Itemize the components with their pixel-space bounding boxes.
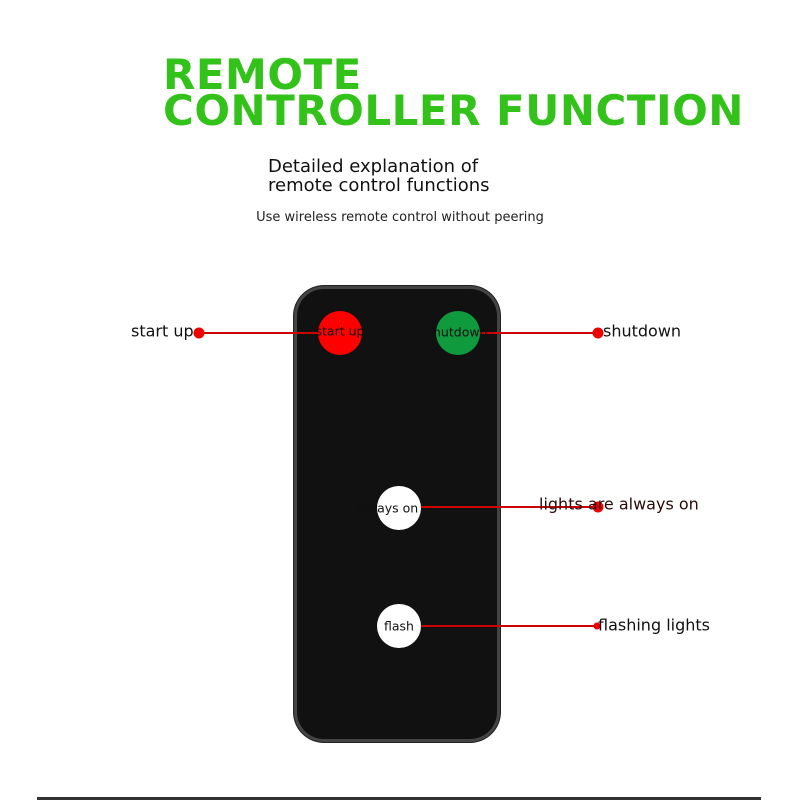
subtitle-line-1: Detailed explanation of xyxy=(268,156,479,177)
callout-dot-shutdown xyxy=(592,327,604,339)
callout-shutdown: shutdown xyxy=(603,321,682,341)
callout-dot-start xyxy=(193,327,205,339)
usage-note: Use wireless remote control without peer… xyxy=(256,210,544,225)
callout-always-on: lights are always on xyxy=(539,494,699,514)
title-line-1: REMOTE xyxy=(163,50,362,99)
bottom-divider xyxy=(37,797,761,800)
start-up-label: start up xyxy=(315,323,365,339)
flash-button[interactable] xyxy=(377,604,421,648)
callout-dot-always-on xyxy=(592,501,604,513)
callout-line-flash xyxy=(420,625,597,627)
always-on-button[interactable] xyxy=(377,486,421,530)
callout-line-always-on xyxy=(420,506,598,508)
subtitle-line-2: remote control functions xyxy=(268,175,490,196)
always-on-label: always on xyxy=(355,500,419,516)
flash-label: flash xyxy=(384,618,414,634)
shutdown-label: shutdown xyxy=(426,324,488,340)
callout-flashing-lights: flashing lights xyxy=(598,615,710,635)
title-line-2: CONTROLLER FUNCTION xyxy=(163,86,744,135)
start-up-button[interactable] xyxy=(318,311,362,355)
shutdown-button[interactable] xyxy=(436,311,480,355)
callout-dot-flash xyxy=(593,622,601,630)
callout-line-shutdown xyxy=(480,332,598,334)
callout-line-start xyxy=(199,332,319,334)
callout-start-up: start up xyxy=(131,321,194,341)
